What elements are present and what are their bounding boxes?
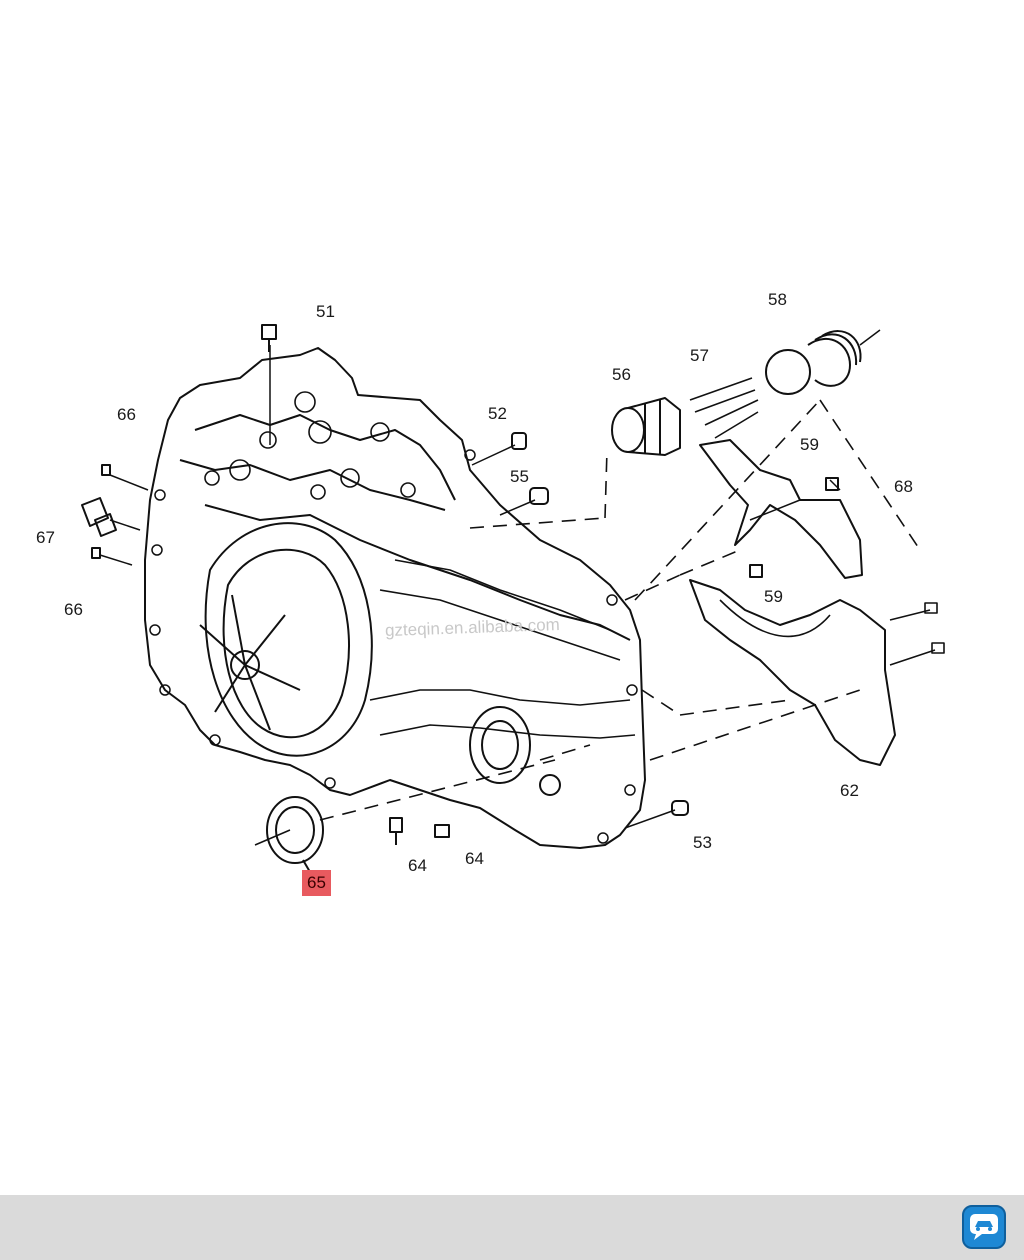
part-56-piston bbox=[611, 397, 681, 456]
part-65-seal bbox=[266, 796, 324, 873]
callout-58: 58 bbox=[768, 290, 787, 309]
callout-64-a: 64 bbox=[408, 856, 427, 875]
callout-62: 62 bbox=[840, 781, 859, 800]
callout-67: 67 bbox=[36, 528, 55, 547]
callout-59-upper: 59 bbox=[800, 435, 819, 454]
callout-52: 52 bbox=[488, 404, 507, 423]
callout-66-upper: 66 bbox=[117, 405, 136, 424]
callout-53: 53 bbox=[693, 833, 712, 852]
part-66-dowel-lower bbox=[91, 547, 101, 559]
callout-66-lower: 66 bbox=[64, 600, 83, 619]
callout-68: 68 bbox=[894, 477, 913, 496]
callout-64-b: 64 bbox=[465, 849, 484, 868]
part-52-pin bbox=[511, 432, 527, 450]
callout-57: 57 bbox=[690, 346, 709, 365]
exploded-parts-diagram bbox=[81, 324, 945, 873]
part-67-sleeves bbox=[81, 497, 117, 537]
part-58-spring bbox=[765, 330, 862, 395]
bell-housing bbox=[204, 522, 373, 757]
part-51-bolt bbox=[261, 324, 277, 352]
callout-56: 56 bbox=[612, 365, 631, 384]
part-53-plug bbox=[671, 800, 689, 816]
callout-65-highlighted: 65 bbox=[302, 870, 331, 896]
callout-59-lower: 59 bbox=[764, 587, 783, 606]
part-64-bolt-b bbox=[434, 824, 450, 838]
part-66-dowel-upper bbox=[101, 464, 111, 476]
part-68-shield bbox=[699, 439, 863, 579]
callout-51: 51 bbox=[316, 302, 335, 321]
transmission-case bbox=[144, 347, 646, 849]
part-59-bolt-upper bbox=[825, 477, 839, 491]
bell-spokes bbox=[199, 594, 301, 731]
part-62-cover bbox=[689, 579, 896, 766]
part-64-bolt-a bbox=[389, 817, 403, 845]
car-chat-logo-icon[interactable] bbox=[962, 1205, 1006, 1249]
callout-55: 55 bbox=[510, 467, 529, 486]
part-55-plug bbox=[529, 487, 549, 505]
car-chat-logo-icon-glyph bbox=[970, 1214, 998, 1240]
part-57-bolts bbox=[689, 377, 759, 439]
part-59-bolt-lower bbox=[749, 564, 763, 578]
footer-bar bbox=[0, 1195, 1024, 1260]
